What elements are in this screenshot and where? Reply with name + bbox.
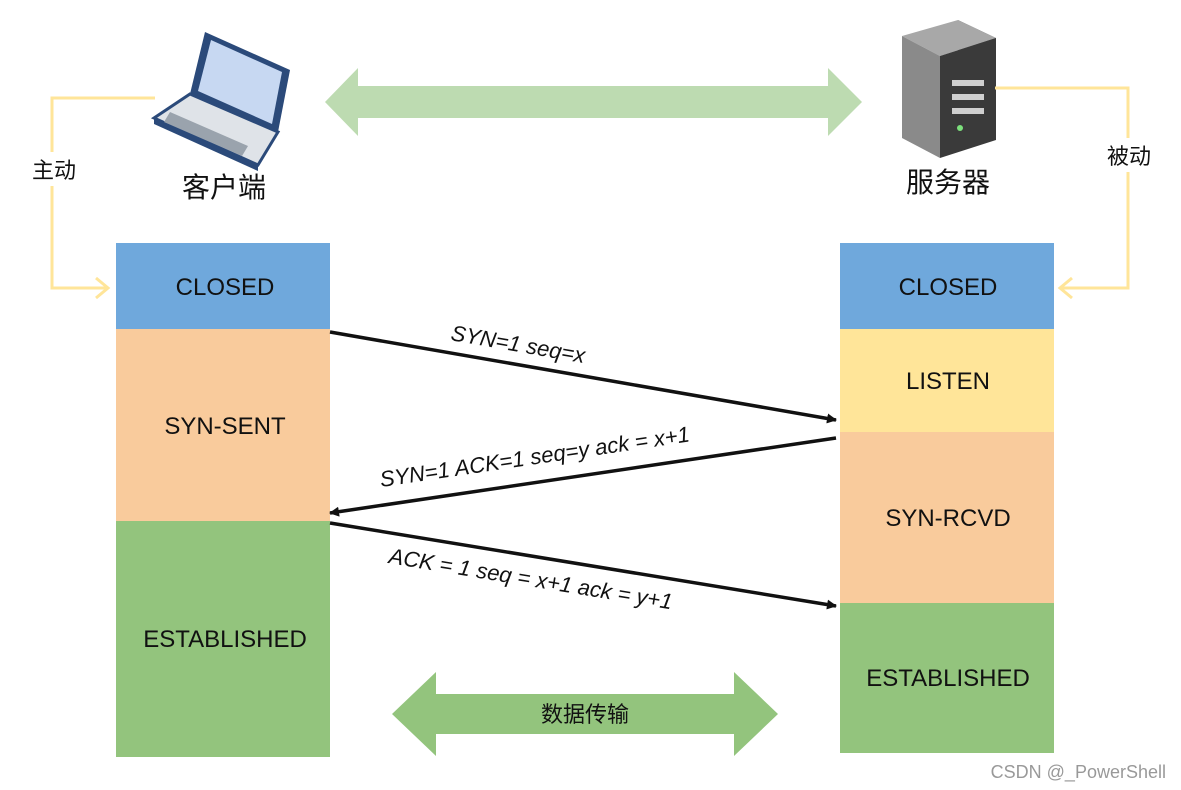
server-state-syn-rcvd: [840, 432, 1054, 603]
server-label: 服务器: [906, 166, 990, 199]
syn-arrow: [329, 330, 837, 424]
syn-message-label: SYN=1 seq=x: [449, 320, 588, 368]
client-mode-label: 主动: [32, 159, 76, 184]
data-transfer-double-arrow: [392, 672, 778, 756]
server-state-syn-rcvd-label: SYN-RCVD: [885, 505, 1010, 532]
syn-ack-arrow: [329, 436, 837, 517]
server-mode-label: 被动: [1107, 145, 1151, 170]
client-state-closed: [116, 243, 330, 329]
server-state-closed: [840, 243, 1054, 329]
client-state-established: [116, 521, 330, 757]
connection-double-arrow: [325, 68, 862, 136]
client-state-closed-label: CLOSED: [176, 274, 275, 301]
client-active-loop-arrow: [50, 96, 155, 300]
server-state-established-label: ESTABLISHED: [866, 665, 1030, 692]
server-icon: [902, 20, 996, 158]
client-state-syn-sent-label: SYN-SENT: [164, 413, 286, 440]
data-transfer-label: 数据传输: [541, 703, 629, 728]
server-mode-bg: [1098, 138, 1160, 172]
client-label: 客户端: [182, 171, 266, 204]
laptop-icon: [150, 32, 290, 171]
client-mode-bg: [24, 152, 84, 186]
client-state-syn-sent: [116, 329, 330, 521]
ack-arrow: [329, 521, 837, 610]
ack-message-label: ACK = 1 seq = x+1 ack = y+1: [385, 543, 674, 614]
server-state-closed-label: CLOSED: [899, 274, 998, 301]
server-state-established: [840, 603, 1054, 753]
server-passive-loop-arrow: [995, 86, 1130, 300]
client-state-established-label: ESTABLISHED: [143, 626, 307, 653]
server-state-listen-label: LISTEN: [906, 368, 990, 395]
server-state-listen: [840, 329, 1054, 432]
watermark: CSDN @_PowerShell: [991, 762, 1166, 783]
